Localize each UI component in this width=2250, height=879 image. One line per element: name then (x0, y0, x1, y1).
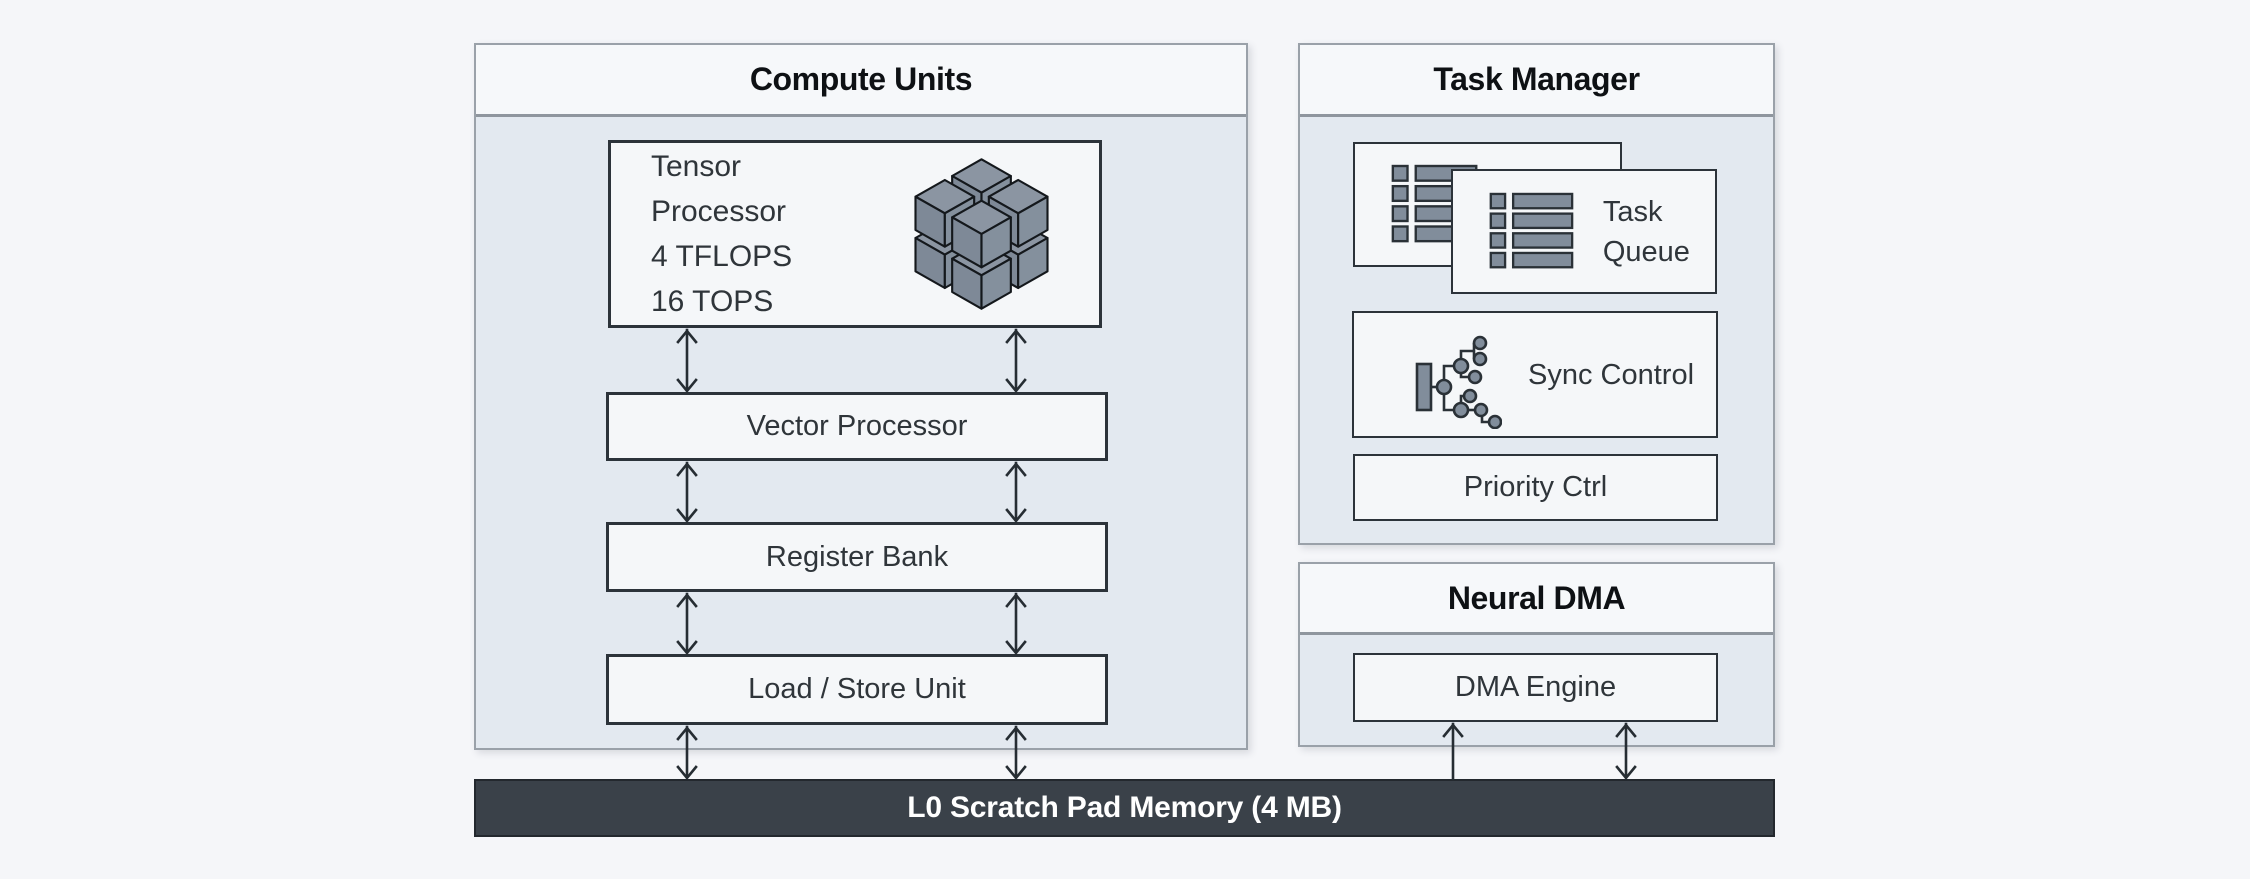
vector-processor-node: Vector Processor (606, 392, 1108, 461)
tensor-line-1: Tensor (651, 150, 742, 183)
memory-bar: L0 Scratch Pad Memory (4 MB) (474, 779, 1775, 837)
vector-processor-label: Vector Processor (746, 410, 968, 442)
tensor-line-2: Processor (651, 195, 787, 228)
sync-tree-icon (1415, 335, 1502, 429)
register-bank-node: Register Bank (606, 522, 1108, 592)
load-store-unit-label: Load / Store Unit (748, 673, 966, 705)
compute-units-title: Compute Units (749, 61, 973, 97)
cube-cluster-icon (914, 158, 1049, 310)
tensor-line-4: 16 TOPS (651, 285, 774, 318)
task-manager-header: Task Manager (1300, 45, 1773, 117)
sync-control-node: Sync Control (1352, 311, 1718, 438)
neural-dma-header: Neural DMA (1300, 564, 1773, 635)
dma-engine-label: DMA Engine (1454, 671, 1617, 703)
tensor-line-3: 4 TFLOPS (651, 240, 793, 273)
task-queue-node: Task Queue (1451, 169, 1717, 294)
task-list-icon (1489, 192, 1574, 269)
priority-ctrl-label: Priority Ctrl (1463, 471, 1608, 503)
load-store-unit-node: Load / Store Unit (606, 654, 1108, 725)
sync-control-label: Sync Control (1528, 358, 1695, 391)
priority-ctrl-node: Priority Ctrl (1353, 454, 1718, 521)
register-bank-label: Register Bank (765, 540, 949, 573)
task-manager-title: Task Manager (1433, 61, 1640, 97)
task-queue-label: Task Queue (1602, 195, 1690, 268)
neural-dma-title: Neural DMA (1447, 579, 1626, 616)
memory-bar-label: L0 Scratch Pad Memory (4 MB) (907, 791, 1342, 824)
compute-units-header: Compute Units (476, 45, 1246, 117)
dma-engine-node: DMA Engine (1353, 653, 1718, 722)
